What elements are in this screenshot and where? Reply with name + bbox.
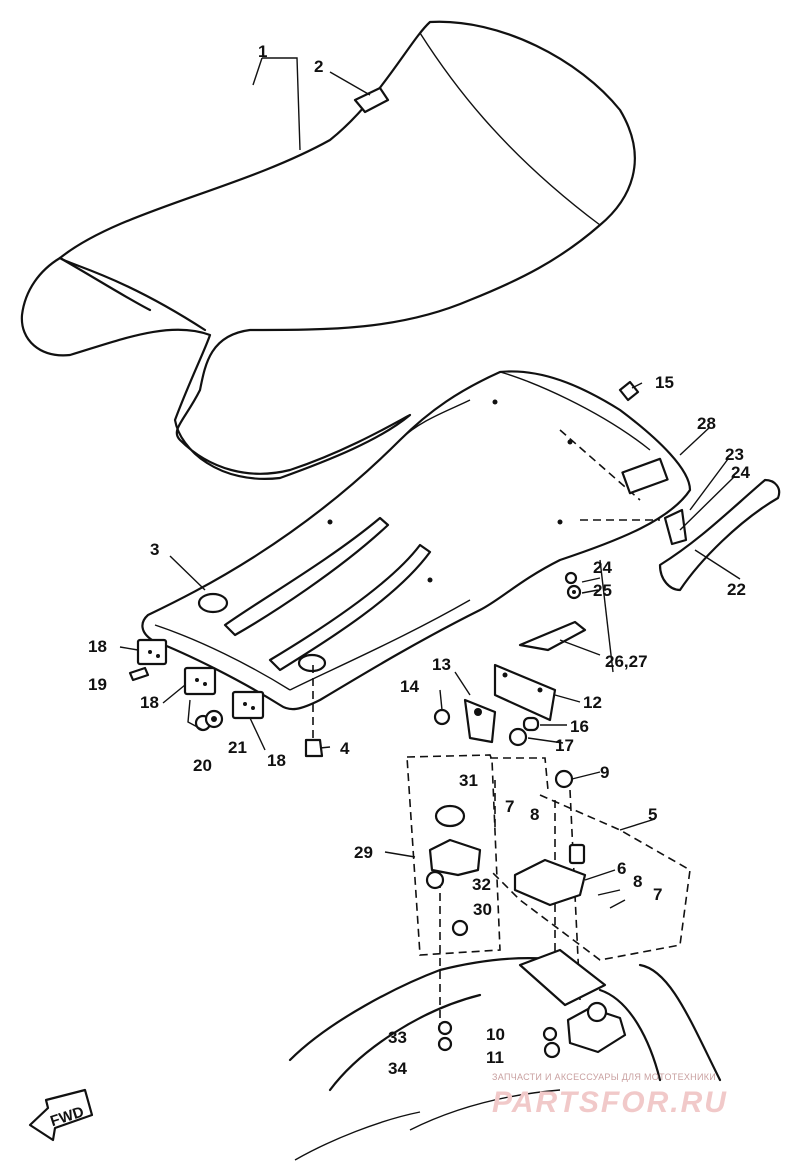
label-24a: 24 xyxy=(731,463,750,482)
label-7b: 7 xyxy=(653,885,662,904)
fwd-arrow: FWD xyxy=(28,1088,94,1142)
watermark-tagline: ЗАПЧАСТИ И АКСЕССУАРЫ ДЛЯ МОТОТЕХНИКИ xyxy=(492,1072,716,1082)
label-14: 14 xyxy=(400,677,419,696)
label-18a: 18 xyxy=(88,637,107,656)
label-13: 13 xyxy=(432,655,451,674)
label-18b: 18 xyxy=(140,693,159,712)
watermark-brand: PARTSFOR.RU xyxy=(492,1086,728,1119)
label-12: 12 xyxy=(583,693,602,712)
watermark: ЗАПЧАСТИ И АКСЕССУАРЫ ДЛЯ МОТОТЕХНИКИ PA… xyxy=(492,1072,728,1119)
label-22: 22 xyxy=(727,580,746,599)
latch-base xyxy=(425,804,587,1059)
label-18c: 18 xyxy=(267,751,286,770)
label-5: 5 xyxy=(648,805,657,824)
label-2: 2 xyxy=(314,57,323,76)
fasteners xyxy=(128,380,640,789)
label-1: 1 xyxy=(258,42,267,61)
label-24b: 24 xyxy=(593,558,612,577)
stopper-plate xyxy=(518,620,587,652)
label-9: 9 xyxy=(600,763,609,782)
label-15: 15 xyxy=(655,373,674,392)
seat-base xyxy=(141,370,692,711)
label-31: 31 xyxy=(459,771,478,790)
label-20: 20 xyxy=(193,756,212,775)
part-number-labels: 1 2 3 4 5 6 7 7 8 8 9 10 11 12 13 14 15 … xyxy=(88,42,750,1078)
label-16: 16 xyxy=(570,717,589,736)
label-17: 17 xyxy=(555,736,574,755)
label-10: 10 xyxy=(486,1025,505,1044)
leader-lines xyxy=(119,57,741,909)
label-32: 32 xyxy=(472,875,491,894)
frame-body xyxy=(288,948,722,1161)
latch-assembly xyxy=(463,663,557,744)
label-11: 11 xyxy=(486,1048,504,1067)
label-26-27: 26,27 xyxy=(605,652,648,671)
label-4: 4 xyxy=(340,739,350,758)
seat-cover xyxy=(20,20,636,481)
label-8b: 8 xyxy=(633,872,642,891)
grab-bar xyxy=(658,478,781,592)
label-6: 6 xyxy=(617,859,626,878)
label-30: 30 xyxy=(473,900,492,919)
label-19: 19 xyxy=(88,675,107,694)
label-34: 34 xyxy=(388,1059,407,1078)
label-3: 3 xyxy=(150,540,159,559)
label-21: 21 xyxy=(228,738,247,757)
label-8a: 8 xyxy=(530,805,539,824)
label-25: 25 xyxy=(593,581,612,600)
label-23: 23 xyxy=(725,445,744,464)
label-33: 33 xyxy=(388,1028,407,1047)
label-7a: 7 xyxy=(505,797,514,816)
label-28: 28 xyxy=(697,414,716,433)
label-29: 29 xyxy=(354,843,373,862)
hinge-bracket xyxy=(136,638,265,720)
